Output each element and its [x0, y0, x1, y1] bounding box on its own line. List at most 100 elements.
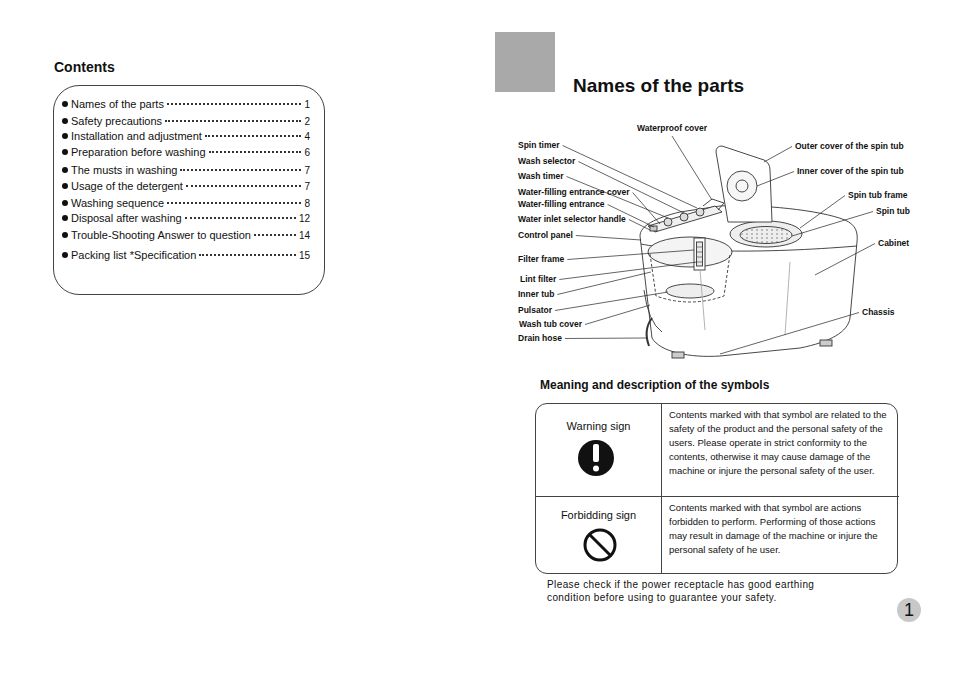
- part-label: Water-filling entrance: [518, 199, 605, 210]
- table-heading: Meaning and description of the symbols: [540, 378, 769, 392]
- washing-machine: [640, 146, 857, 358]
- entry-title: Usage of the detergent: [71, 179, 183, 193]
- dot-leader: [165, 120, 301, 122]
- contents-entry: Disposal after washing12: [62, 211, 310, 226]
- leader-line: [757, 172, 794, 187]
- bullet: [62, 183, 68, 189]
- sign-description: Contents marked with that symbol are act…: [662, 497, 899, 561]
- page-ref: 1: [304, 98, 310, 112]
- entry-title: Preparation before washing: [71, 145, 206, 159]
- leader-line: [792, 212, 873, 237]
- page-ref: 2: [304, 115, 310, 129]
- part-label: Pulsator: [518, 305, 552, 316]
- entry-title: Washing sequence: [71, 196, 164, 210]
- page-ref: 15: [299, 249, 310, 263]
- contents-heading: Contents: [54, 59, 115, 75]
- contents-entry: The musts in washing 7: [62, 163, 310, 178]
- dot-leader: [180, 169, 301, 171]
- leader-line: [800, 196, 845, 229]
- contents-entry: Packing list *Specification 15: [62, 248, 310, 263]
- entry-title: Trouble-Shooting Answer to question: [71, 228, 251, 242]
- page-number: 1: [904, 600, 914, 620]
- entry-title: Names of the parts: [71, 97, 164, 111]
- entry-title: The musts in washing: [71, 163, 177, 177]
- leader-line: [585, 305, 650, 325]
- dot-leader: [254, 234, 296, 236]
- entry-title: Installation and adjustment: [71, 129, 202, 143]
- dot-leader: [185, 217, 296, 219]
- part-label: Chassis: [862, 307, 895, 318]
- entry-title: Packing list *Specification: [71, 248, 196, 262]
- bullet: [62, 101, 68, 107]
- sign-description: Contents marked with that symbol are rel…: [662, 404, 899, 482]
- page-ref: 7: [304, 164, 310, 178]
- part-label: Drain hose: [518, 333, 562, 344]
- part-label: Inner tub: [518, 289, 554, 300]
- bullet: [62, 200, 68, 206]
- contents-entry: Trouble-Shooting Answer to question 14: [62, 228, 310, 243]
- part-label: Wash tub cover: [519, 319, 582, 330]
- page-ref: 14: [299, 229, 310, 243]
- forbidding-icon: [585, 530, 615, 560]
- contents-entry: Names of the parts 1: [62, 97, 310, 112]
- page-ref: 8: [304, 197, 310, 211]
- leader-line: [563, 146, 697, 209]
- bullet: [62, 118, 68, 124]
- page-ref: 7: [304, 180, 310, 194]
- part-label: Water inlet selector handle: [518, 214, 626, 225]
- sign-name-cell: Forbidding sign: [536, 496, 661, 573]
- sign-description-cell: Contents marked with that symbol are rel…: [661, 404, 899, 496]
- part-label: Water-filling entrance cover: [518, 187, 630, 198]
- entry-title: Disposal after washing: [71, 211, 182, 225]
- bullet: [62, 252, 68, 258]
- leader-line: [633, 193, 660, 225]
- safety-note: Please check if the power receptacle has…: [547, 578, 839, 604]
- leader-line: [559, 262, 697, 280]
- leader-line: [567, 177, 668, 219]
- part-label: Cabinet: [878, 238, 909, 249]
- part-label: Lint filter: [520, 274, 556, 285]
- dot-leader: [167, 103, 302, 105]
- sign-description-cell: Contents marked with that symbol are act…: [661, 496, 899, 573]
- leader-line: [672, 136, 712, 200]
- leader-line: [764, 147, 792, 163]
- page-title: Names of the parts: [573, 75, 744, 97]
- sign-name: Forbidding sign: [536, 497, 661, 521]
- part-label: Waterproof cover: [637, 123, 707, 134]
- bullet: [62, 215, 68, 221]
- dot-leader: [209, 151, 302, 153]
- contents-entry: Usage of the detergent 7: [62, 179, 310, 194]
- dot-leader: [199, 254, 296, 256]
- sign-name: Warning sign: [536, 404, 661, 432]
- part-label: Wash timer: [518, 171, 564, 182]
- part-label: Control panel: [518, 230, 573, 241]
- part-label: Spin timer: [518, 140, 560, 151]
- part-label: Outer cover of the spin tub: [795, 141, 904, 152]
- symbol-table: Meaning and description of the symbolsWa…: [535, 403, 898, 574]
- contents-entry: Washing sequence 8: [62, 196, 310, 211]
- contents-box: ContentsNames of the parts1Safety precau…: [53, 85, 325, 295]
- part-label: Inner cover of the spin tub: [797, 166, 904, 177]
- page-ref: 6: [304, 146, 310, 160]
- leader-line: [629, 220, 650, 231]
- leader-line: [567, 250, 694, 260]
- dot-leader: [167, 202, 301, 204]
- contents-entry: Installation and adjustment 4: [62, 129, 310, 144]
- entry-title: Safety precautions: [71, 114, 162, 128]
- bullet: [62, 133, 68, 139]
- contents-entry: Preparation before washing 6: [62, 145, 310, 160]
- leader-line: [815, 244, 875, 276]
- bullet: [62, 167, 68, 173]
- contents-entry: Safety precautions 2: [62, 114, 310, 129]
- bullet: [62, 149, 68, 155]
- bullet: [62, 232, 68, 238]
- warning-icon: [578, 440, 614, 476]
- part-label: Filter frame: [518, 254, 564, 265]
- part-label: Wash selector: [518, 156, 575, 167]
- page-ref: 4: [304, 130, 310, 144]
- part-label: Spin tub: [876, 206, 910, 217]
- dot-leader: [205, 135, 302, 137]
- leader-line: [555, 292, 668, 311]
- leader-line: [720, 313, 859, 355]
- leader-line: [557, 272, 651, 295]
